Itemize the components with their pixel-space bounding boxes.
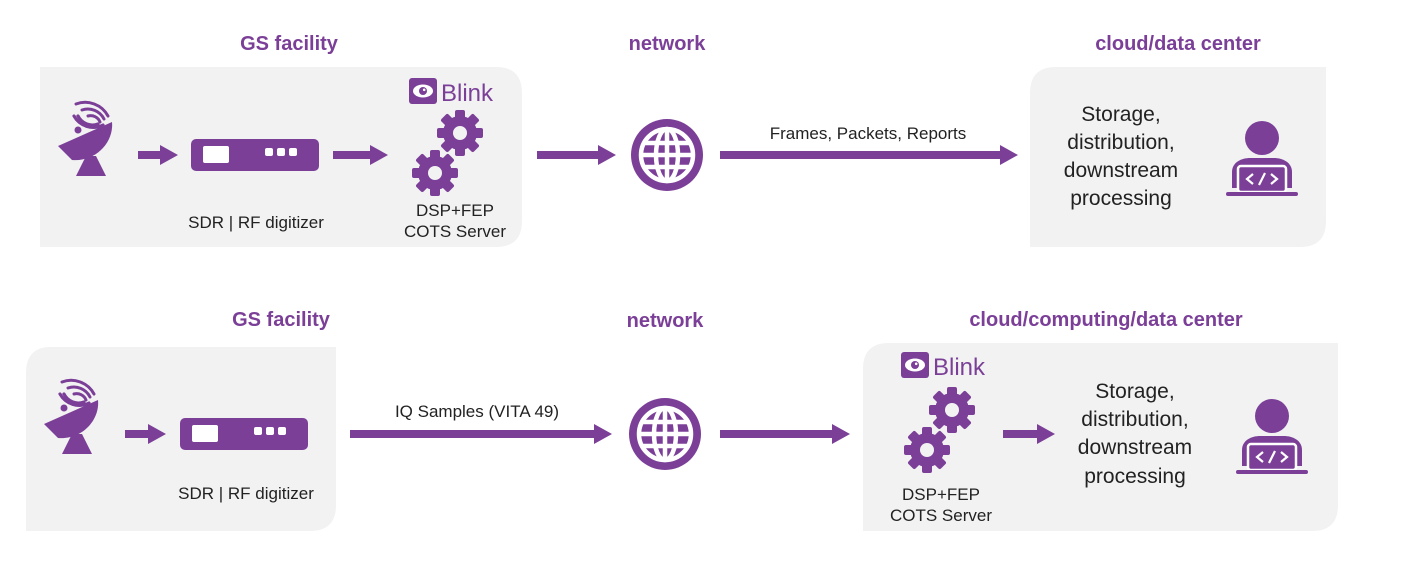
arrow bbox=[333, 145, 388, 165]
storage-text-line: downstream bbox=[1064, 159, 1178, 182]
cloud-header: cloud/computing/data center bbox=[969, 309, 1243, 331]
sdr-device-icon bbox=[191, 139, 319, 171]
gear-icon bbox=[412, 150, 458, 196]
sdr-label: SDR | RF digitizer bbox=[188, 213, 324, 232]
arrow bbox=[1003, 424, 1055, 444]
arrow bbox=[350, 424, 612, 444]
gs-facility-header: GS facility bbox=[240, 33, 339, 55]
blink-brand-text: Blink bbox=[441, 80, 494, 107]
arrow bbox=[125, 424, 166, 444]
arrow bbox=[720, 145, 1018, 165]
storage-text-line: distribution, bbox=[1067, 131, 1174, 154]
storage-text-line: distribution, bbox=[1081, 408, 1188, 431]
cloud-panel-bottom bbox=[863, 343, 1338, 531]
arrow bbox=[720, 424, 850, 444]
server-label-line2: COTS Server bbox=[890, 506, 992, 525]
arrow bbox=[138, 145, 178, 165]
gear-icon bbox=[904, 427, 950, 473]
network-header: network bbox=[627, 310, 705, 332]
network-header: network bbox=[629, 33, 707, 55]
arrow bbox=[537, 145, 616, 165]
server-label-line2: COTS Server bbox=[404, 222, 506, 241]
globe-icon bbox=[629, 398, 701, 470]
storage-text-line: downstream bbox=[1078, 436, 1192, 459]
globe-icon bbox=[631, 119, 703, 191]
link-label-iq: IQ Samples (VITA 49) bbox=[395, 402, 559, 421]
blink-logo-icon bbox=[409, 78, 437, 104]
gear-icon bbox=[929, 387, 975, 433]
storage-text-line: processing bbox=[1070, 187, 1172, 210]
cloud-header: cloud/data center bbox=[1095, 33, 1261, 55]
storage-text-line: processing bbox=[1084, 465, 1186, 488]
gs-facility-header: GS facility bbox=[232, 309, 331, 331]
server-label-line1: DSP+FEP bbox=[902, 485, 980, 504]
link-label-frames: Frames, Packets, Reports bbox=[770, 124, 967, 143]
server-label-line1: DSP+FEP bbox=[416, 201, 494, 220]
cloud-panel-top bbox=[1030, 67, 1326, 247]
storage-text-line: Storage, bbox=[1095, 380, 1174, 403]
sdr-device-icon bbox=[180, 418, 308, 450]
sdr-label: SDR | RF digitizer bbox=[178, 484, 314, 503]
blink-brand-text: Blink bbox=[933, 354, 986, 381]
storage-text-line: Storage, bbox=[1081, 103, 1160, 126]
gear-icon bbox=[437, 110, 483, 156]
blink-logo-icon bbox=[901, 352, 929, 378]
